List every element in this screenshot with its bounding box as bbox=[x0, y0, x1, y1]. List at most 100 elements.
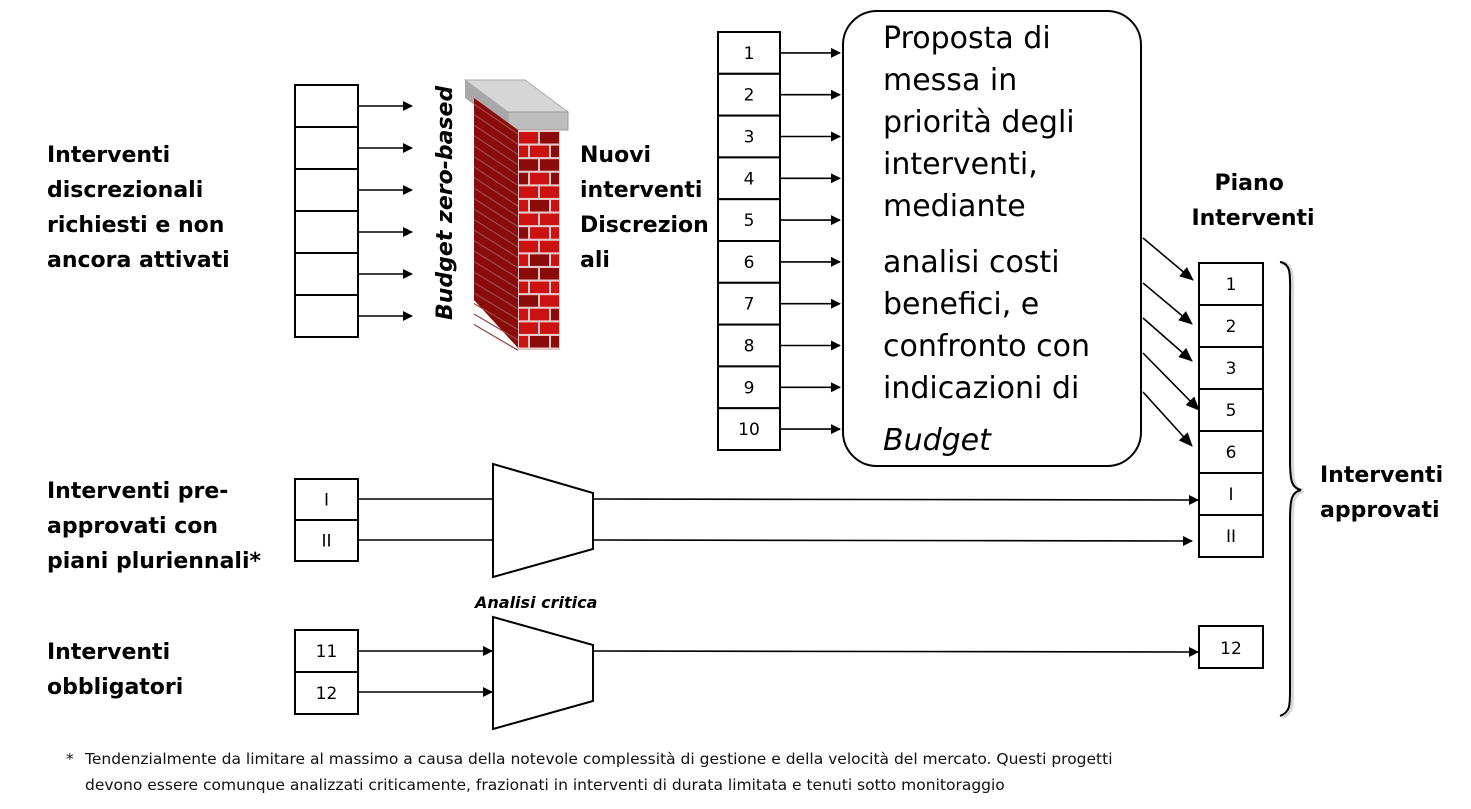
arrow-12-out bbox=[592, 646, 1199, 657]
brick bbox=[530, 172, 549, 185]
stack-cell-label: 12 bbox=[316, 684, 338, 704]
brick bbox=[540, 295, 559, 307]
brick bbox=[551, 308, 559, 321]
brick bbox=[530, 281, 549, 294]
stack-cell bbox=[1198, 472, 1264, 516]
budget-zero-based-label: Budget zero-based bbox=[433, 86, 458, 320]
stack-cell-label: 6 bbox=[744, 253, 755, 273]
stack-cell-label: 1 bbox=[1226, 275, 1237, 295]
brick bbox=[540, 240, 559, 253]
mandatory-output-cell-label: 12 bbox=[1220, 639, 1242, 659]
wall-mortar-line bbox=[473, 229, 519, 259]
label-plan: Piano Interventi bbox=[1191, 171, 1314, 231]
stack-cell-label: 2 bbox=[1226, 317, 1237, 337]
wall-mortar-line bbox=[473, 124, 519, 156]
stack-cell bbox=[1198, 514, 1264, 558]
wall-mortar-line bbox=[473, 313, 519, 341]
wall-mortar-line bbox=[473, 155, 519, 187]
brace-shadow bbox=[1281, 261, 1304, 719]
stack-cell bbox=[717, 240, 781, 284]
stack-cell bbox=[294, 294, 359, 338]
wall-mortar-line bbox=[473, 281, 519, 310]
brick bbox=[519, 322, 538, 334]
brick bbox=[530, 254, 549, 266]
stack-cell bbox=[1198, 430, 1264, 474]
stack-cell-label: 7 bbox=[744, 295, 755, 315]
stack-cell-label: 1 bbox=[744, 44, 755, 64]
brick bbox=[519, 268, 538, 280]
stack-cell bbox=[294, 671, 359, 715]
brick bbox=[530, 200, 549, 212]
stack-cell-label: 2 bbox=[744, 86, 755, 106]
stack-cell-label: 5 bbox=[1226, 401, 1237, 421]
wall-mortar-line bbox=[473, 166, 519, 197]
wall-mortar-line bbox=[473, 145, 519, 176]
stack-cell bbox=[294, 126, 359, 170]
brick bbox=[540, 132, 559, 144]
wall-mortar-line bbox=[473, 250, 519, 279]
brick bbox=[551, 281, 559, 294]
arrow-I-out bbox=[592, 494, 1199, 505]
arrow-II-out bbox=[592, 535, 1193, 546]
arrow-to-plan-3 bbox=[1142, 317, 1193, 362]
pre-approved-lines bbox=[358, 494, 1199, 546]
footnote: * Tendenzialmente da limitare al massimo… bbox=[66, 750, 1117, 794]
brick bbox=[551, 336, 559, 348]
stack-cell bbox=[294, 210, 359, 254]
brick bbox=[551, 200, 559, 212]
brick bbox=[519, 200, 528, 212]
brick bbox=[540, 322, 559, 334]
brick bbox=[519, 281, 528, 294]
brick bbox=[540, 186, 559, 198]
label-mandatory: Interventi obbligatori bbox=[47, 640, 183, 700]
stack-cell bbox=[294, 252, 359, 296]
mandatory-stack: 11 12 bbox=[294, 629, 359, 715]
stack-cell-label: 8 bbox=[744, 337, 755, 357]
priority-output-arrows bbox=[1142, 237, 1200, 447]
stack-cell-label: 11 bbox=[316, 642, 338, 662]
pre-approved-filter-trapezoid bbox=[492, 462, 594, 579]
label-approved: Interventi approvati bbox=[1320, 463, 1451, 523]
stack-cell bbox=[717, 156, 781, 201]
brick bbox=[519, 240, 538, 253]
stack-cell-label: II bbox=[321, 532, 331, 552]
discretionary-stack bbox=[294, 84, 413, 338]
brick bbox=[551, 145, 559, 158]
wall-mortar-line bbox=[473, 260, 519, 290]
brick bbox=[530, 145, 549, 158]
brick bbox=[519, 254, 528, 266]
priority-proposal-text: Proposta di messa in priorità degli inte… bbox=[883, 21, 1100, 458]
brick bbox=[519, 295, 538, 307]
brick bbox=[551, 172, 559, 185]
stack-cell bbox=[1198, 388, 1264, 432]
brick-wall-icon bbox=[463, 79, 570, 351]
stack-cell-label: 3 bbox=[1226, 359, 1237, 379]
label-discretionary: Interventi discrezionali richiesti e non… bbox=[47, 143, 232, 273]
stack-cell-label: I bbox=[1228, 485, 1233, 505]
brick bbox=[519, 172, 528, 185]
label-pre-approved: Interventi pre- approvati con piani plur… bbox=[47, 479, 262, 574]
approved-curly-brace bbox=[1279, 261, 1302, 717]
stack-cell bbox=[294, 519, 359, 562]
brick bbox=[540, 268, 559, 280]
stack-cell bbox=[294, 168, 359, 212]
stack-cell-label: 10 bbox=[738, 420, 760, 440]
stack-cell-label: 6 bbox=[1226, 443, 1237, 463]
brick bbox=[519, 213, 538, 226]
label-new-discretionary: Nuovi interventi Discrezion ali bbox=[580, 143, 717, 273]
wall-mortar-line bbox=[473, 103, 519, 135]
brick bbox=[530, 308, 549, 321]
brick bbox=[530, 227, 549, 239]
critical-analysis-label: Analisi critica bbox=[473, 593, 597, 612]
wall-mortar-line bbox=[473, 218, 519, 248]
arrow-to-plan-6 bbox=[1142, 391, 1193, 447]
brick bbox=[551, 254, 559, 266]
stack-cell-label: II bbox=[1226, 527, 1236, 547]
brick bbox=[519, 308, 528, 321]
wall-mortar-line bbox=[473, 134, 519, 166]
stack-cell bbox=[717, 365, 781, 410]
stack-cell bbox=[717, 407, 781, 452]
